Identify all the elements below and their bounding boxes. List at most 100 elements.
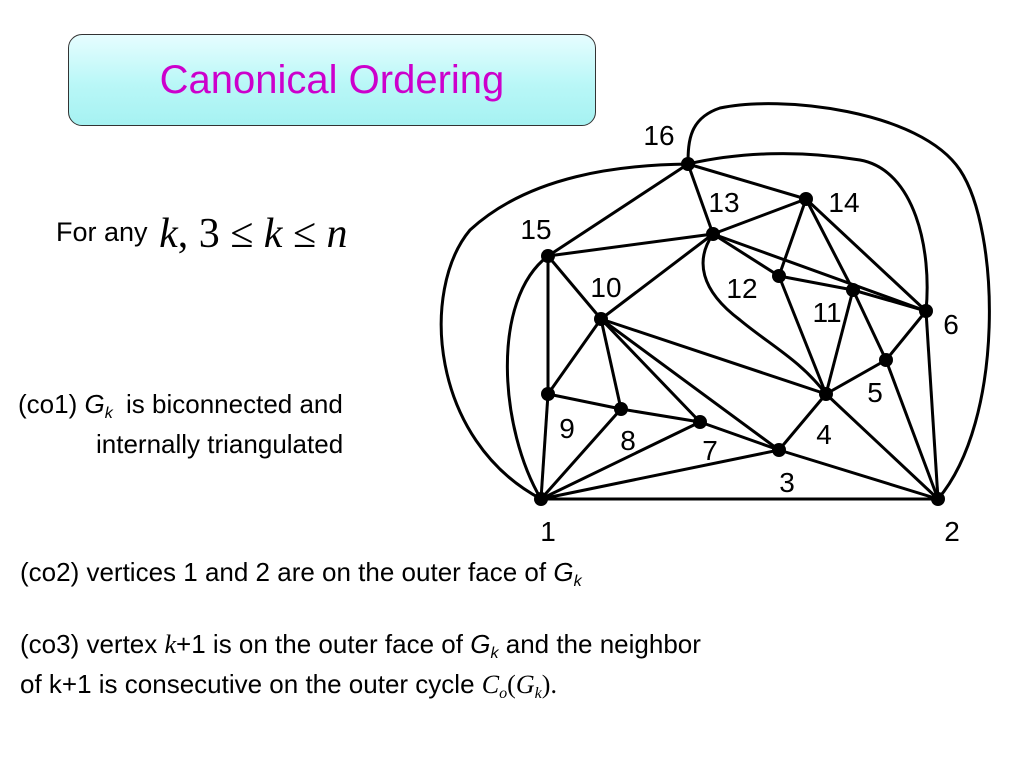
- co3-open: (: [507, 670, 516, 699]
- edge-4-13: [701, 233, 828, 395]
- edge-10-15: [546, 255, 603, 320]
- slide-title: Canonical Ordering: [159, 57, 505, 102]
- vertices: [534, 157, 945, 506]
- straight-edges: [539, 162, 940, 501]
- vertex-8: [614, 402, 628, 416]
- vertex-3: [772, 443, 786, 457]
- edge-4-5: [825, 358, 887, 396]
- vertex-2: [931, 492, 945, 506]
- edge-1-3: [540, 448, 780, 501]
- edge-13-14: [712, 197, 807, 236]
- edge-2-16: [686, 102, 991, 500]
- edge-4-11: [824, 289, 855, 395]
- edge-3-4: [777, 393, 828, 451]
- edge-3-7: [699, 420, 780, 452]
- vertex-label-11: 11: [812, 297, 841, 328]
- edge-12-14: [777, 198, 808, 277]
- curved-edges: [439, 102, 991, 501]
- vertex-label-14: 14: [828, 187, 859, 218]
- vertex-label-2: 2: [944, 516, 960, 547]
- edge-14-16: [687, 162, 807, 201]
- vertex-13: [706, 227, 720, 241]
- co1-g: G: [84, 389, 105, 419]
- co3-g: G: [470, 629, 491, 659]
- co1-g-sub: k: [104, 403, 113, 422]
- co3-line2-text: of k+1 is consecutive on the outer cycle: [20, 669, 475, 699]
- co2-g: G: [553, 557, 574, 587]
- vertex-label-5: 5: [867, 377, 883, 408]
- math-sep: , 3 ≤: [177, 211, 264, 257]
- title-box: Canonical Ordering: [68, 34, 596, 126]
- vertex-label-10: 10: [590, 272, 621, 303]
- edge-13-16: [686, 163, 715, 235]
- vertex-11: [846, 283, 860, 297]
- vertex-5: [879, 353, 893, 367]
- vertex-label-1: 1: [540, 516, 556, 547]
- vertex-label-8: 8: [620, 425, 636, 456]
- co3-line1: (co3) vertex k+1 is on the outer face of…: [20, 631, 701, 661]
- edge-2-5: [884, 359, 940, 500]
- edge-8-9: [547, 392, 622, 411]
- co3-plus1: +1 is on the outer face of: [176, 629, 463, 659]
- edge-4-10: [600, 317, 827, 396]
- edge-9-10: [546, 318, 603, 395]
- edge-2-3: [778, 448, 939, 501]
- edge-5-6: [884, 310, 928, 361]
- edge-15-16: [547, 162, 689, 258]
- vertex-15: [541, 249, 555, 263]
- vertex-label-12: 12: [726, 273, 757, 304]
- co3-k: k: [164, 630, 177, 659]
- edge-2-4: [824, 392, 940, 501]
- co3-prefix: (co3) vertex: [20, 629, 158, 659]
- co3-g2: G: [515, 670, 535, 699]
- math-k: k: [159, 211, 178, 257]
- co1-rest: is biconnected and: [126, 389, 343, 419]
- vertex-12: [772, 269, 786, 283]
- co2-g-sub: k: [573, 571, 582, 590]
- co1-line1: (co1) Gk is biconnected and: [18, 391, 343, 421]
- co1-prefix: (co1): [18, 389, 78, 419]
- vertex-label-13: 13: [708, 187, 739, 218]
- edge-11-12: [778, 274, 854, 292]
- vertex-label-9: 9: [559, 413, 575, 444]
- edge-1-7: [540, 420, 701, 501]
- co3-rest: and the neighbor: [505, 629, 701, 659]
- vertex-6: [919, 304, 933, 318]
- co3-c: C: [481, 670, 500, 699]
- vertex-label-16: 16: [643, 120, 674, 151]
- vertex-label-6: 6: [943, 309, 959, 340]
- vertex-label-4: 4: [816, 419, 832, 450]
- vertex-label-15: 15: [520, 214, 551, 245]
- vertex-1: [534, 492, 548, 506]
- vertex-9: [541, 387, 555, 401]
- edge-8-10: [599, 318, 623, 410]
- vertex-label-3: 3: [779, 467, 795, 498]
- vertex-14: [799, 192, 813, 206]
- co3-g2-sub: k: [534, 684, 542, 702]
- edge-6-13: [712, 232, 927, 313]
- co3-g-sub: k: [490, 643, 499, 662]
- edge-1-8: [539, 408, 623, 500]
- co3-c-sub: o: [499, 684, 508, 702]
- edge-7-8: [620, 407, 701, 424]
- vertex-16: [681, 157, 695, 171]
- edge-10-13: [600, 232, 714, 321]
- for-any-label: For any: [56, 217, 148, 247]
- co2-text: (co2) vertices 1 and 2 are on the outer …: [20, 557, 547, 587]
- for-any-line: For any k, 3 ≤ k ≤ n: [56, 206, 348, 255]
- co2-line: (co2) vertices 1 and 2 are on the outer …: [20, 559, 582, 589]
- edge-13-15: [547, 232, 714, 258]
- math-n: n: [326, 211, 348, 257]
- edge-2-6: [924, 310, 940, 500]
- edge-11-14: [804, 198, 855, 291]
- co1-line2: internally triangulated: [96, 429, 344, 459]
- edge-4-12: [777, 275, 828, 395]
- math-le: ≤: [282, 211, 327, 257]
- vertex-label-7: 7: [702, 435, 718, 466]
- edge-7-10: [599, 317, 702, 424]
- math-k2: k: [263, 211, 283, 257]
- vertex-4: [819, 387, 833, 401]
- edge-12-13: [712, 232, 780, 278]
